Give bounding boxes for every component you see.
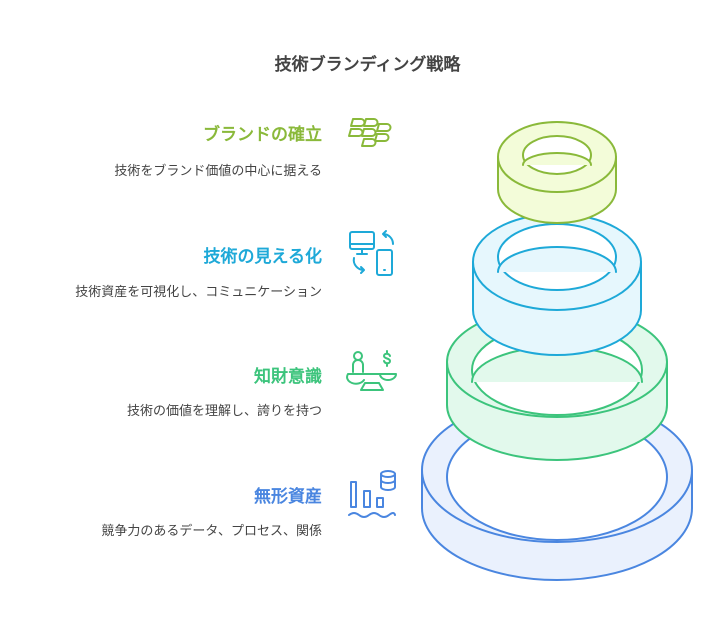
ring-brand [497, 121, 617, 224]
desc-intangible: 競争力のあるデータ、プロセス、関係 [101, 524, 322, 539]
balance-scale-icon [346, 350, 397, 391]
heading-brand: ブランドの確立 [203, 125, 322, 145]
heading-ip: 知財意識 [254, 367, 322, 387]
desc-visualize: 技術資産を可視化し、コミュニケーション [75, 285, 322, 300]
blackberry-icon [348, 118, 392, 147]
heading-intangible: 無形資産 [254, 487, 322, 507]
diagram-title: 技術ブランディング戦略 [274, 55, 461, 75]
desc-brand: 技術をブランド価値の中心に据える [114, 164, 322, 179]
data-assets-icon [348, 470, 396, 518]
devices-sync-icon [349, 230, 394, 276]
desc-ip: 技術の価値を理解し、誇りを持つ [126, 404, 322, 419]
ring-visualization [472, 213, 642, 356]
heading-visualize: 技術の見える化 [203, 247, 323, 267]
